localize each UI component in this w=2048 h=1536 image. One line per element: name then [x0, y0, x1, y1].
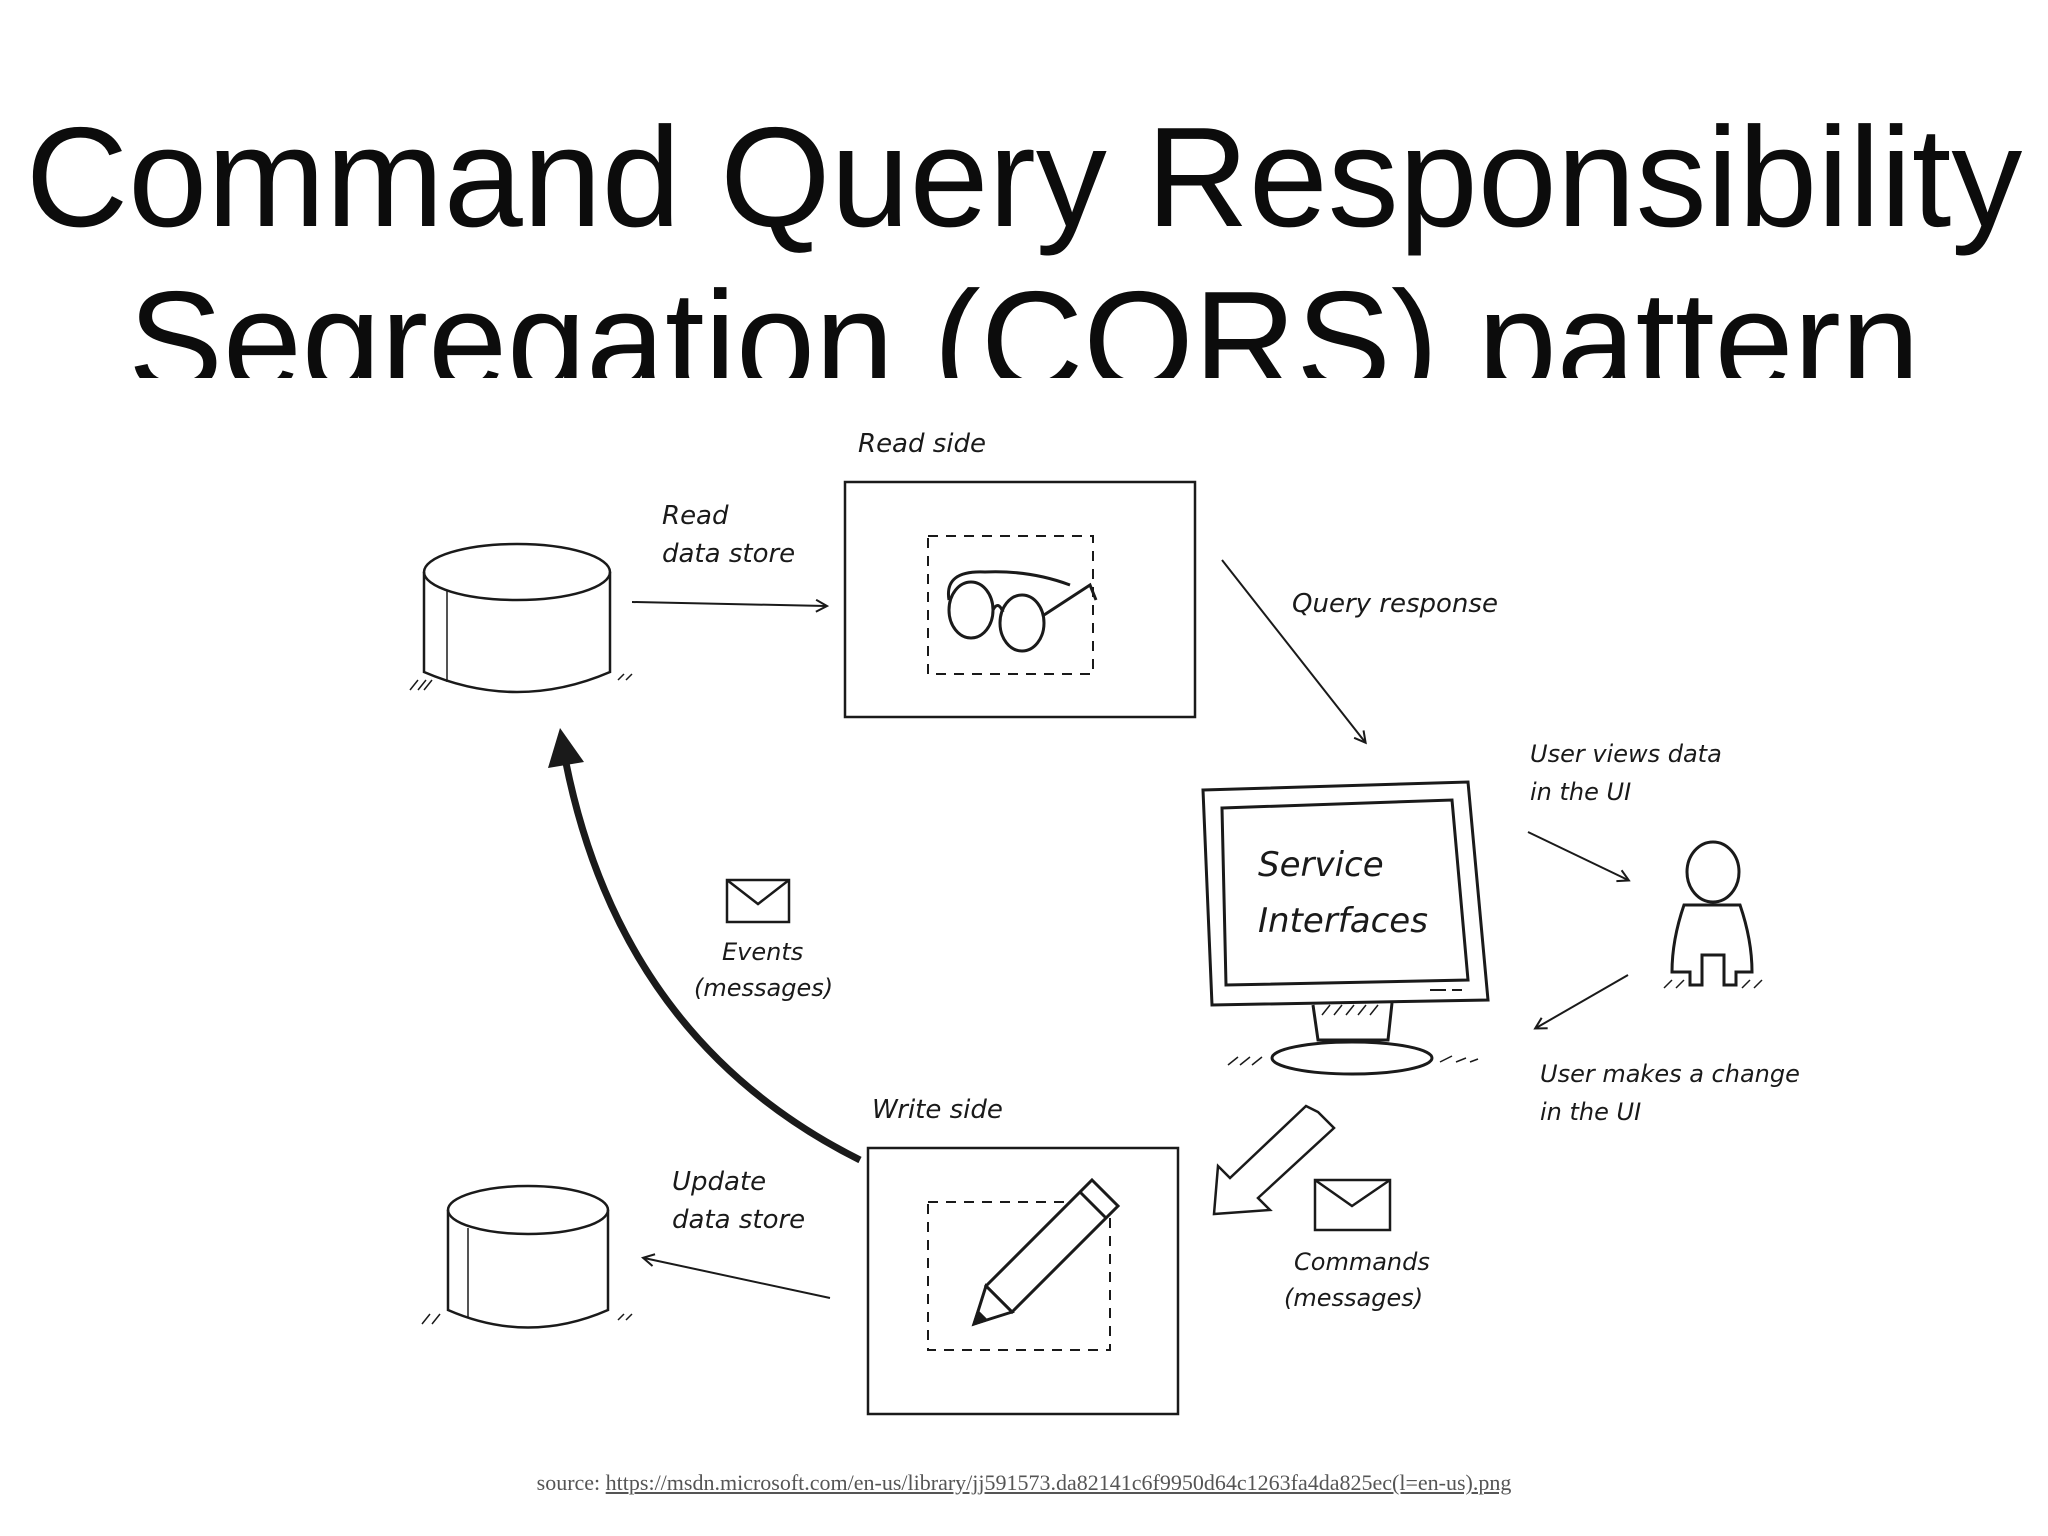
user-change-label-1: User makes a change — [1540, 1060, 1800, 1088]
user-person-icon — [1663, 840, 1763, 989]
user-views-label-1: User views data — [1530, 740, 1722, 768]
write-database-icon — [421, 1184, 633, 1329]
service-label-1: Service — [1258, 845, 1384, 885]
service-label-2: Interfaces — [1258, 901, 1428, 941]
query-response-label: Query response — [1292, 589, 1498, 619]
source-prefix: source: — [536, 1470, 606, 1495]
events-label-1: Events — [722, 938, 803, 966]
source-footer: source: https://msdn.microsoft.com/en-us… — [0, 1470, 2048, 1496]
title-line-2: Segregation (CQRS) pattern — [128, 262, 1920, 378]
user-change-label-2: in the UI — [1540, 1098, 1641, 1126]
slide-title: Command Query Responsibility Segregation… — [0, 96, 2048, 378]
commands-arrow — [1212, 1104, 1336, 1216]
write-side-box — [866, 1146, 1180, 1416]
update-store-arrow — [644, 1258, 831, 1299]
envelope-icon-events — [725, 878, 791, 924]
monitor-icon — [1201, 780, 1490, 1076]
commands-label-2: (messages) — [1284, 1284, 1423, 1312]
update-store-label-1: Update — [672, 1167, 766, 1197]
update-store-label-2: data store — [672, 1205, 805, 1235]
commands-label-1: Commands — [1294, 1248, 1430, 1276]
read-side-box — [843, 480, 1197, 719]
user-views-arrow — [1527, 831, 1628, 880]
user-change-arrow — [1536, 974, 1629, 1028]
read-data-store-label-1: Read — [662, 501, 729, 531]
envelope-icon-commands — [1313, 1178, 1392, 1232]
events-arrowhead — [548, 728, 584, 768]
query-response-arrow — [1221, 559, 1365, 742]
events-label-2: (messages) — [694, 974, 833, 1002]
title-line-1: Command Query Responsibility — [25, 98, 2023, 257]
glasses-icon — [946, 570, 1098, 653]
read-side-label: Read side — [858, 429, 986, 459]
source-link[interactable]: https://msdn.microsoft.com/en-us/library… — [605, 1470, 1512, 1495]
write-side-label: Write side — [872, 1095, 1003, 1125]
read-database-icon — [409, 542, 633, 694]
events-arrow — [561, 757, 862, 1164]
pencil-icon — [971, 1177, 1121, 1327]
user-views-label-2: in the UI — [1530, 778, 1631, 806]
slide-title-clip: Command Query Responsibility Segregation… — [0, 96, 2048, 378]
read-store-arrow — [631, 602, 826, 606]
read-data-store-label-2: data store — [662, 539, 795, 569]
